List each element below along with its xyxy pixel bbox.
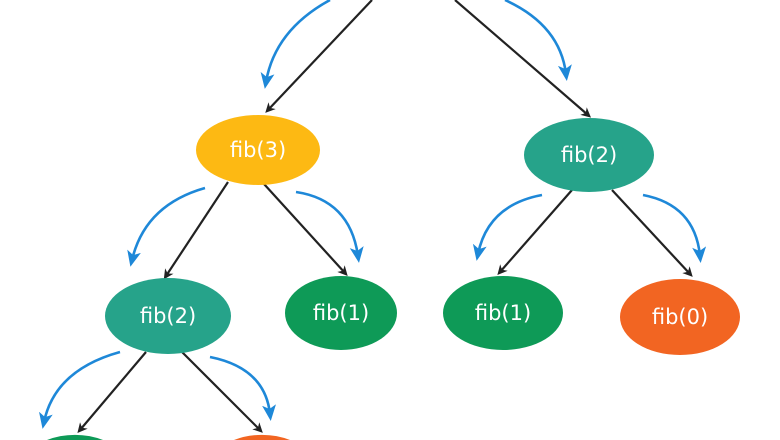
edge-root-fib3 <box>265 0 373 113</box>
call-arrow <box>642 193 707 263</box>
node-label: fib(2) <box>561 143 617 167</box>
node-label: fib(2) <box>140 304 196 328</box>
node-fib1-mid: fib(1) <box>285 276 397 350</box>
node-partial-green <box>47 434 103 440</box>
call-arrow <box>260 0 331 89</box>
tree-edges <box>77 0 693 434</box>
call-arrows <box>39 0 707 429</box>
node-label: fib(0) <box>652 305 708 329</box>
node-label: fib(3) <box>230 138 286 162</box>
edge-root-fib2-right <box>454 0 592 118</box>
call-arrow <box>472 193 543 261</box>
edge-fib3-fib1 <box>263 183 348 276</box>
call-arrow <box>295 190 364 263</box>
call-arrow <box>127 186 206 267</box>
edge-fib2r-fib0 <box>611 189 693 277</box>
node-fib1-right: fib(1) <box>443 276 563 350</box>
call-arrow <box>209 355 276 421</box>
node-partial-orange <box>234 434 290 440</box>
call-arrow <box>39 350 121 429</box>
edge-fib2l-left <box>77 351 147 434</box>
edge-fib3-fib2 <box>163 181 229 280</box>
node-fib2-right: fib(2) <box>524 118 654 192</box>
node-label: fib(1) <box>313 301 369 325</box>
node-label: fib(1) <box>475 301 531 325</box>
edge-fib2l-right <box>181 351 263 433</box>
node-fib0-right: fib(0) <box>620 279 740 355</box>
node-fib2-left: fib(2) <box>105 278 231 354</box>
node-fib3: fib(3) <box>196 115 320 185</box>
call-arrow <box>504 0 572 81</box>
edge-fib2r-fib1 <box>497 189 573 276</box>
